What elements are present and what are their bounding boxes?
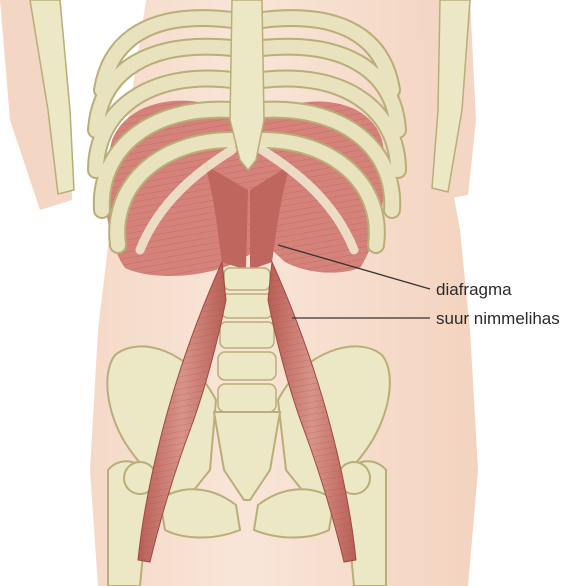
lumbar-spine — [218, 268, 276, 412]
diaphragm-label: diafragma — [436, 280, 512, 299]
psoas-major-label: suur nimmelihas — [436, 309, 560, 328]
